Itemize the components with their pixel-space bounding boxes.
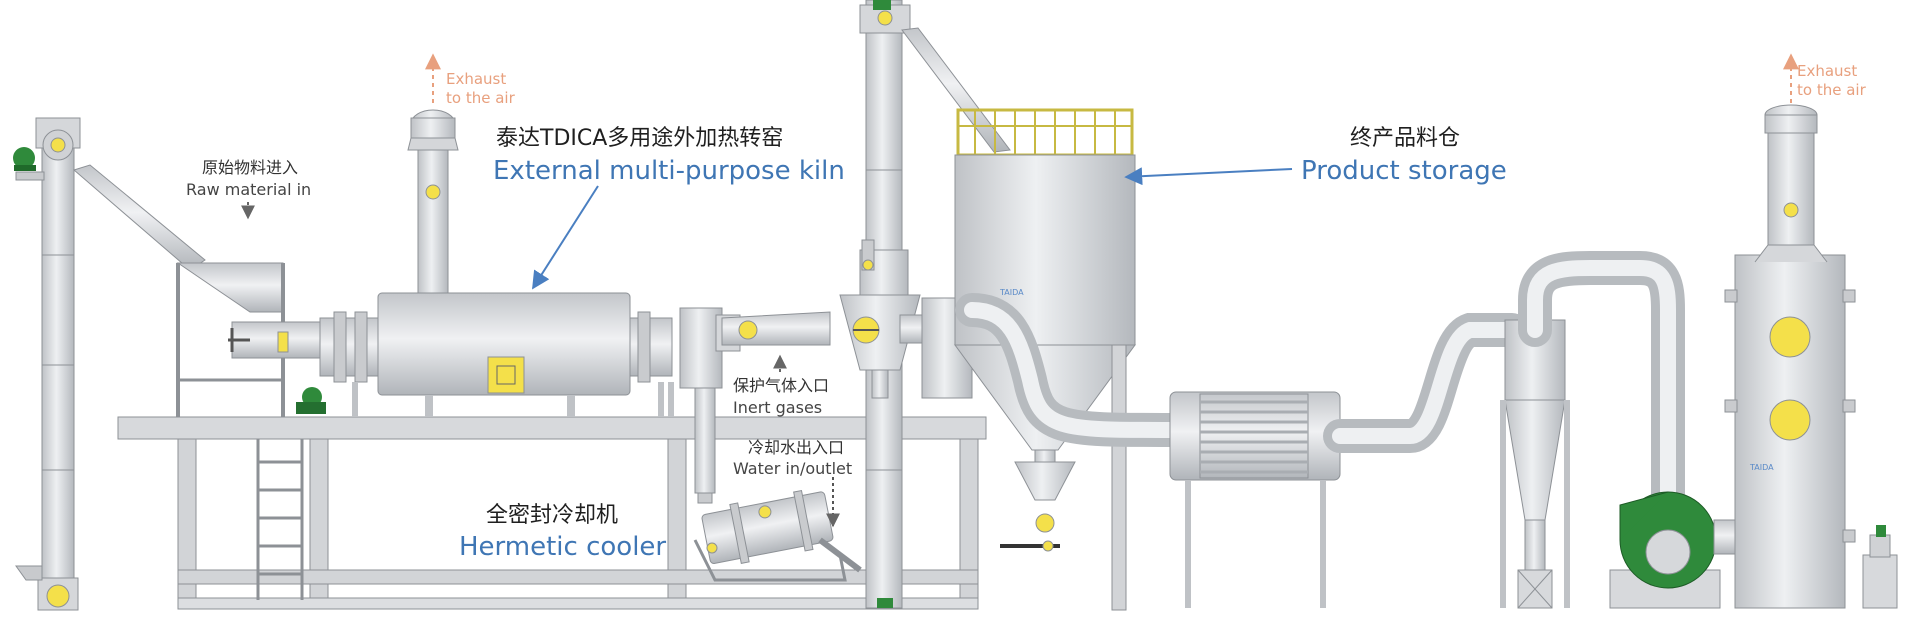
valve-icon [425,184,441,200]
heat-exchanger [1169,391,1341,608]
rotary-kiln [319,109,741,417]
motor-icon [296,387,326,414]
svg-text:TAIDA: TAIDA [1749,463,1774,472]
scrubber-tower: TAIDA [1724,104,1856,609]
hatch-icon [1769,399,1811,441]
inert-gas-duct [721,311,831,346]
feed-hopper [176,262,326,417]
ladder [256,439,304,600]
cooler-label-zh: 全密封冷却机 [486,503,619,528]
storage-label-en: Product storage [1301,156,1507,186]
hermetic-cooler [693,489,862,582]
drop-pipe [694,387,716,494]
exhaust-label-right: Exhaust to the air [1797,62,1866,100]
kiln-label-en: External multi-purpose kiln [493,156,845,186]
water-label-zh: 冷却水出入口 [748,438,845,457]
motor-icon [1876,525,1886,537]
exhaust-label-right-line1: Exhaust [1797,62,1858,80]
valve-icon [1783,202,1799,218]
cooler-label-en: Hermetic cooler [459,532,667,562]
motor-icon [13,147,36,171]
circulation-pump [1862,525,1898,609]
hatch-icon [1769,316,1811,358]
exhaust-label-left-line1: Exhaust [446,70,507,88]
arrow-icon [532,185,599,290]
inert-gas-label-en: Inert gases [733,398,823,417]
exhaust-label-right-line2: to the air [1797,80,1866,99]
water-label-en: Water in/outlet [733,459,853,478]
svg-text:TAIDA: TAIDA [999,288,1024,297]
inert-gas-label-zh: 保护气体入口 [733,376,830,395]
product-storage-silo: TAIDA [954,108,1136,611]
arrow-icon [1124,167,1293,186]
raw-material-label-zh: 原始物料进入 [202,158,299,177]
bucket-elevator-left [13,117,81,611]
cyclone-large [1500,319,1570,609]
feed-chute [72,164,206,271]
exhaust-label-left: Exhaust to the air [446,70,515,108]
storage-label-zh: 终产品料仓 [1350,126,1461,151]
exhaust-label-left-line2: to the air [446,88,515,107]
steel-platform [117,416,987,610]
cyclone-small [839,239,973,399]
induced-draft-fan [1609,491,1755,609]
raw-material-label-en: Raw material in [186,180,312,199]
kiln-label-zh: 泰达TDICA多用途外加热转窑 [496,126,784,151]
